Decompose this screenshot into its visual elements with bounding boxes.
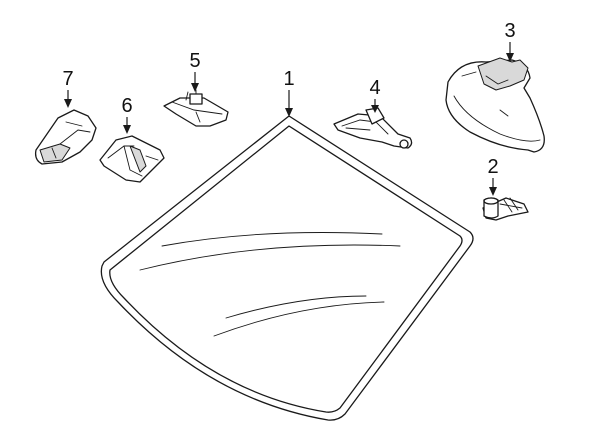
part-sensor-housing <box>34 109 97 165</box>
callout-4: 4 <box>369 77 381 113</box>
part-cover <box>99 135 165 183</box>
callout-1-arrow <box>285 108 293 117</box>
callout-6-label: 6 <box>121 95 132 117</box>
part-mount-bracket <box>163 89 229 127</box>
part-windshield <box>100 115 474 421</box>
callout-1: 1 <box>283 68 295 117</box>
callout-5-label: 5 <box>189 50 200 72</box>
callout-5-arrow <box>191 83 199 92</box>
callout-4-arrow <box>371 105 379 113</box>
callout-7-arrow <box>64 99 72 108</box>
callout-7: 7 <box>62 68 74 108</box>
callout-3-label: 3 <box>504 20 515 42</box>
callout-3-arrow <box>506 53 514 62</box>
callout-1-label: 1 <box>283 68 294 90</box>
callout-2-arrow <box>489 187 497 196</box>
callout-5: 5 <box>189 50 201 92</box>
callout-7-label: 7 <box>62 68 73 90</box>
callout-4-label: 4 <box>369 77 380 99</box>
callout-2-label: 2 <box>487 156 498 178</box>
callout-2: 2 <box>487 156 499 196</box>
callout-6-arrow <box>123 125 131 134</box>
callout-6: 6 <box>121 95 133 134</box>
part-bracket <box>333 107 413 149</box>
part-clip <box>482 197 529 221</box>
part-mirror <box>445 57 545 153</box>
callout-3: 3 <box>504 20 516 62</box>
